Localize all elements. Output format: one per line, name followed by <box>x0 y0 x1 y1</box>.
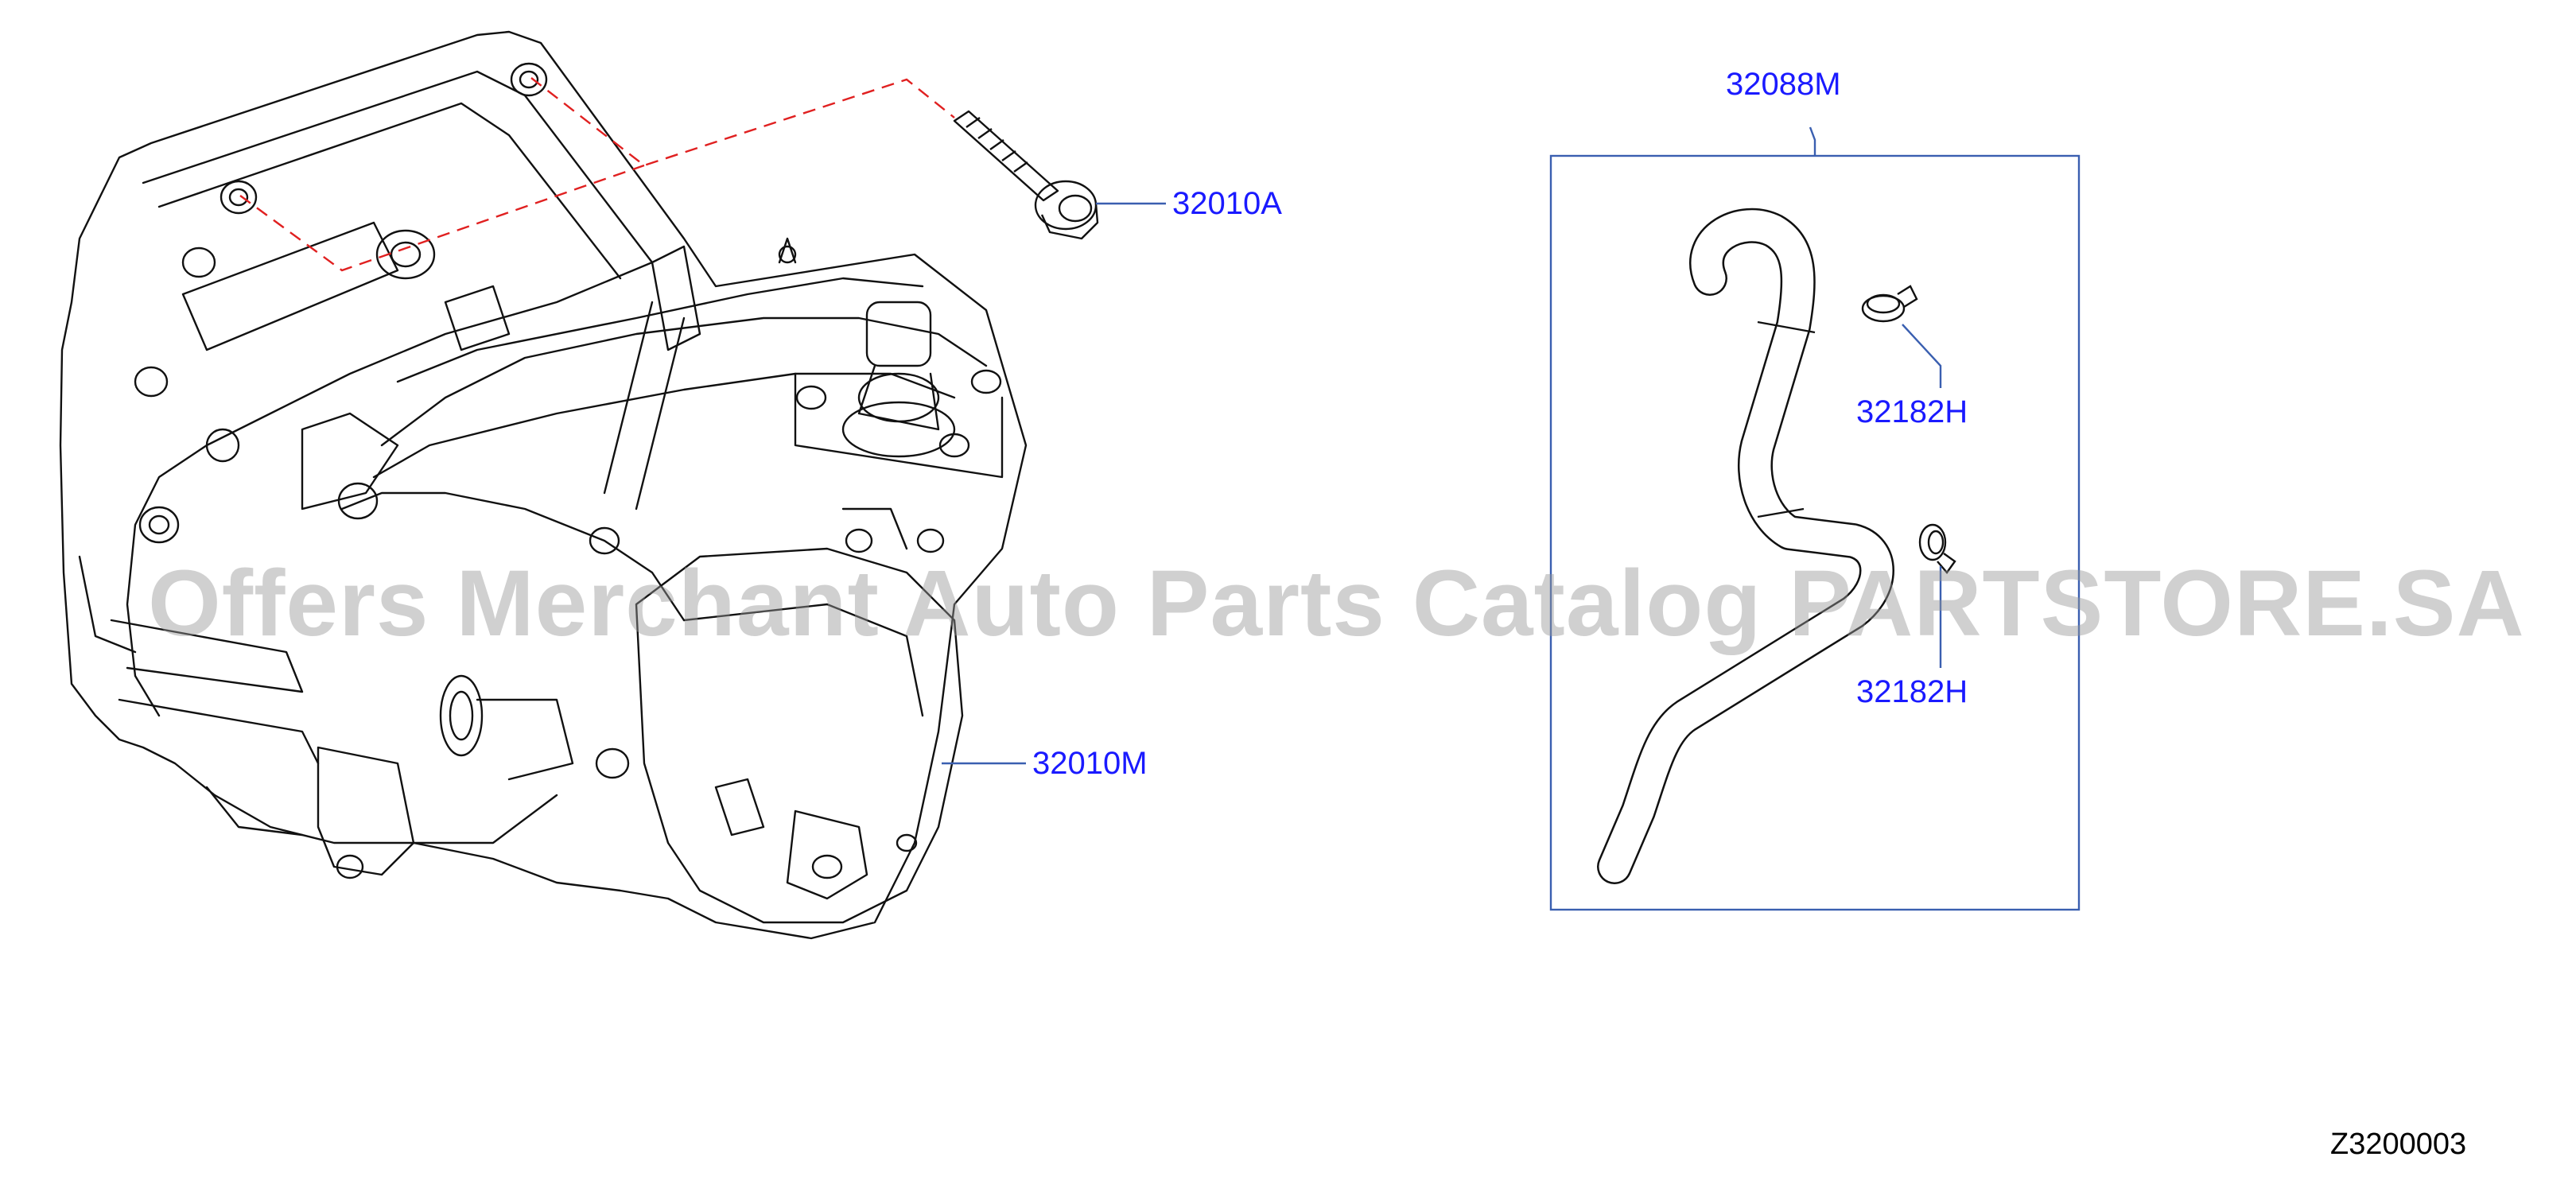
leader-lines <box>942 126 1942 765</box>
bolt-path-dashed-2 <box>239 164 645 272</box>
label-32182h-upper[interactable]: 32182H <box>1856 394 1968 429</box>
label-32088m[interactable]: 32088M <box>1726 67 1841 102</box>
reference-code: Z3200003 <box>2330 1128 2467 1161</box>
watermark: Offers Merchant Auto Parts Catalog PARTS… <box>148 551 2525 656</box>
label-32182h-lower[interactable]: 32182H <box>1856 674 1968 709</box>
label-32010m[interactable]: 32010M <box>1032 746 1148 781</box>
clamp-upper-drawing <box>1861 285 1918 323</box>
transmission-drawing <box>59 30 1028 940</box>
bolt-path-dashed <box>530 77 955 167</box>
hose-kit-drawing <box>1549 154 2081 911</box>
clamp-lower-drawing <box>1918 523 1956 574</box>
label-32010a[interactable]: 32010A <box>1172 186 1282 221</box>
bolt-drawing <box>953 110 1099 240</box>
